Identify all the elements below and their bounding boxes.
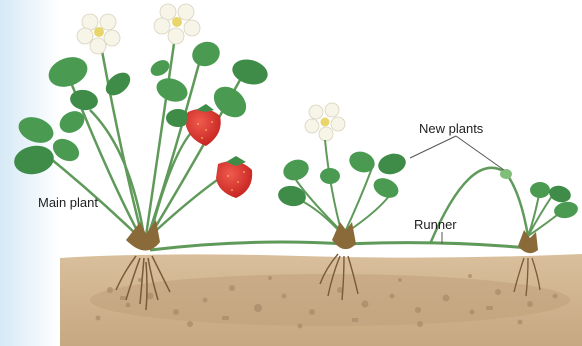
new-plant-1 bbox=[276, 140, 408, 249]
runner-label: Runner bbox=[414, 218, 457, 231]
flower-1 bbox=[77, 14, 120, 54]
new-plants-leader-2 bbox=[456, 136, 504, 170]
runner-arch bbox=[430, 168, 528, 244]
flower-2 bbox=[154, 4, 200, 44]
strawberry-2 bbox=[216, 156, 252, 198]
new-plants-leader-1 bbox=[410, 136, 456, 158]
strawberries bbox=[186, 104, 252, 198]
flower-3 bbox=[305, 103, 345, 141]
soil bbox=[60, 254, 582, 346]
main-plant-label: Main plant bbox=[38, 196, 98, 209]
strawberry-1 bbox=[186, 104, 221, 146]
new-plants-label: New plants bbox=[419, 122, 483, 135]
runner-bud bbox=[500, 169, 512, 179]
